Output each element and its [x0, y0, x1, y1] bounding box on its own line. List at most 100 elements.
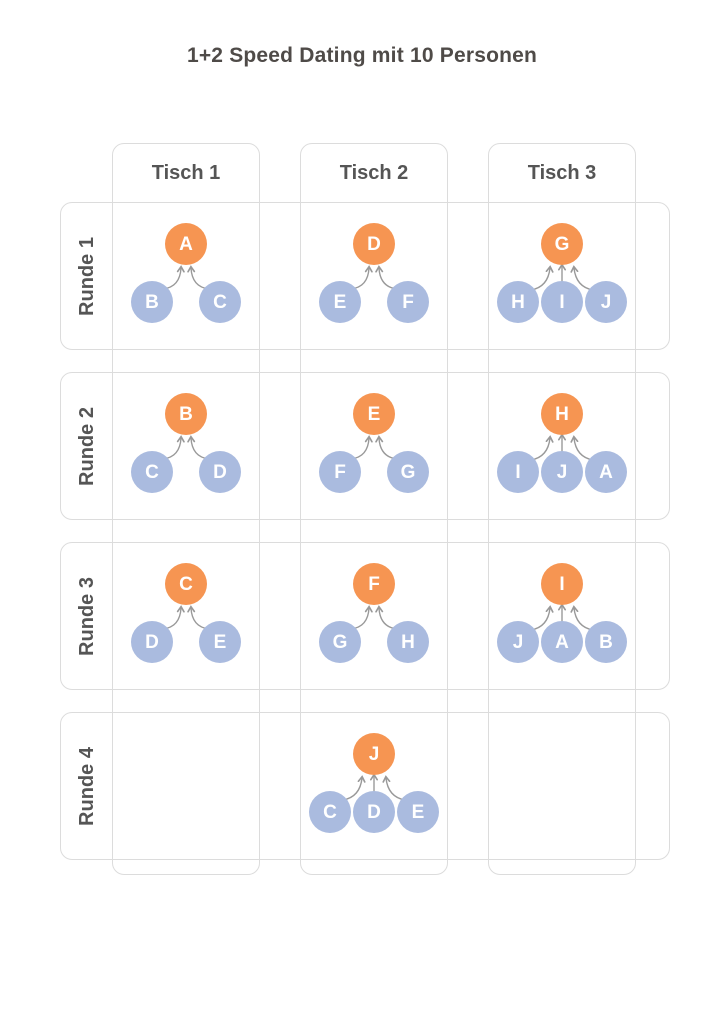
guest-circle-c	[309, 791, 351, 833]
row-box-runde-3: Runde 3	[60, 542, 670, 690]
pairing-diagram-g: G H I J	[497, 223, 627, 323]
arrow-b-to-a	[162, 265, 185, 290]
pairing-diagram-a: A B C	[131, 223, 241, 323]
pairing-diagram-i: I J A B	[497, 563, 627, 663]
arrow-b-to-i	[570, 605, 594, 631]
guest-circle-j	[541, 451, 583, 493]
row-label-runde-1: Runde 1	[75, 236, 98, 316]
arrow-c-to-j	[342, 775, 366, 801]
guest-letter-d: D	[367, 802, 381, 823]
cell-runde-4-tisch-1	[112, 712, 260, 860]
arrow-f-to-e	[350, 435, 373, 460]
arrow-g-to-f	[350, 605, 373, 630]
guest-letter-h: H	[401, 632, 415, 653]
guest-circle-a	[585, 451, 627, 493]
column-box-tisch-1: Tisch 1	[112, 143, 260, 875]
arrow-d-to-b	[187, 435, 210, 460]
cell-runde-1-tisch-3: G H I J	[488, 202, 636, 350]
arrow-i-to-h	[530, 435, 554, 461]
guest-circle-h	[497, 281, 539, 323]
guest-circle-d	[199, 451, 241, 493]
guest-letter-h: H	[511, 292, 525, 313]
arrow-f-to-d	[375, 265, 398, 290]
host-letter-i: I	[559, 574, 564, 595]
host-circle-a	[165, 223, 207, 265]
host-letter-j: J	[369, 744, 380, 765]
host-circle-d	[353, 223, 395, 265]
arrow-c-to-b	[162, 435, 185, 460]
host-circle-e	[353, 393, 395, 435]
arrow-e-to-d	[350, 265, 373, 290]
host-circle-b	[165, 393, 207, 435]
host-letter-c: C	[179, 574, 193, 595]
host-letter-d: D	[367, 234, 381, 255]
host-circle-h	[541, 393, 583, 435]
guest-letter-i: I	[559, 292, 564, 313]
guest-circle-c	[199, 281, 241, 323]
arrow-c-to-a	[187, 265, 210, 290]
guest-circle-d	[353, 791, 395, 833]
guest-letter-b: B	[145, 292, 159, 313]
guest-circle-f	[387, 281, 429, 323]
cell-runde-3-tisch-3: I J A B	[488, 542, 636, 690]
guest-circle-i	[541, 281, 583, 323]
guest-letter-f: F	[334, 462, 346, 483]
guest-letter-c: C	[213, 292, 227, 313]
guest-circle-e	[397, 791, 439, 833]
guest-circle-b	[585, 621, 627, 663]
host-circle-c	[165, 563, 207, 605]
page-title: 1+2 Speed Dating mit 10 Personen	[186, 44, 538, 67]
guest-circle-d	[131, 621, 173, 663]
host-circle-g	[541, 223, 583, 265]
row-box-runde-1: Runde 1	[60, 202, 670, 350]
host-letter-b: B	[179, 404, 193, 425]
column-box-tisch-3: Tisch 3	[488, 143, 636, 875]
host-letter-h: H	[555, 404, 569, 425]
arrow-g-to-e	[375, 435, 398, 460]
host-circle-i	[541, 563, 583, 605]
guest-letter-e: E	[214, 632, 227, 653]
guest-letter-e: E	[334, 292, 347, 313]
row-label-runde-4: Runde 4	[75, 746, 98, 826]
host-letter-a: A	[179, 234, 193, 255]
arrow-h-to-f	[375, 605, 398, 630]
guest-circle-i	[497, 451, 539, 493]
arrow-j-to-g	[570, 265, 594, 291]
guest-letter-a: A	[555, 632, 569, 653]
guest-circle-e	[319, 281, 361, 323]
guest-circle-e	[199, 621, 241, 663]
row-label-runde-3: Runde 3	[75, 576, 98, 656]
arrow-j-to-i	[530, 605, 554, 631]
arrow-a-to-h	[570, 435, 594, 461]
host-letter-g: G	[555, 234, 570, 255]
host-letter-e: E	[368, 404, 381, 425]
cell-runde-4-tisch-3	[488, 712, 636, 860]
guest-circle-j	[497, 621, 539, 663]
guest-letter-c: C	[323, 802, 337, 823]
arrow-d-to-c	[162, 605, 185, 630]
guest-letter-j: J	[601, 292, 612, 313]
guest-letter-j: J	[557, 462, 568, 483]
host-circle-f	[353, 563, 395, 605]
guest-letter-g: G	[333, 632, 348, 653]
guest-letter-j: J	[513, 632, 524, 653]
arrow-e-to-j	[382, 775, 406, 801]
guest-letter-b: B	[599, 632, 613, 653]
cell-runde-1-tisch-1: A B C	[112, 202, 260, 350]
guest-circle-g	[319, 621, 361, 663]
guest-circle-b	[131, 281, 173, 323]
guest-circle-c	[131, 451, 173, 493]
